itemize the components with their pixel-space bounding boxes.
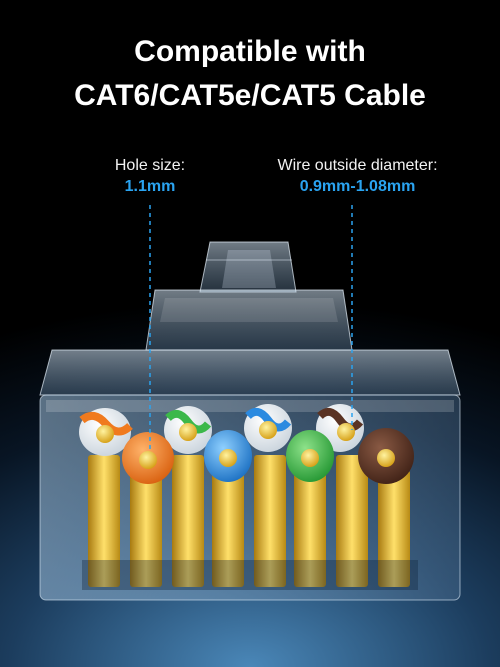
headline-line-2: CAT6/CAT5e/CAT5 Cable <box>74 79 426 112</box>
gold-contacts <box>82 455 418 590</box>
wire-diameter-label: Wire outside diameter: <box>277 157 438 174</box>
wire-diameter-spec: Wire outside diameter: 0.9mm-1.08mm <box>240 156 475 198</box>
connector-latch <box>199 241 297 293</box>
wire-brown <box>358 428 414 484</box>
hole-size-label: Hole size: <box>114 157 186 174</box>
wire-orange-white <box>79 408 133 456</box>
wire-green <box>286 430 334 482</box>
wire-bundle <box>79 404 414 484</box>
wire-blue <box>204 430 252 482</box>
connector-upper-body <box>145 289 353 351</box>
wire-blue-white <box>244 404 292 452</box>
hole-size-spec: Hole size: 1.1mm <box>90 156 210 198</box>
headline-line-1: Compatible with <box>134 35 366 68</box>
wire-green-white <box>164 406 212 454</box>
hole-size-value: 1.1mm <box>124 178 176 195</box>
headline: Compatible with CAT6/CAT5e/CAT5 Cable <box>0 30 500 118</box>
wire-orange <box>122 432 174 484</box>
wire-diameter-value: 0.9mm-1.08mm <box>299 178 416 195</box>
